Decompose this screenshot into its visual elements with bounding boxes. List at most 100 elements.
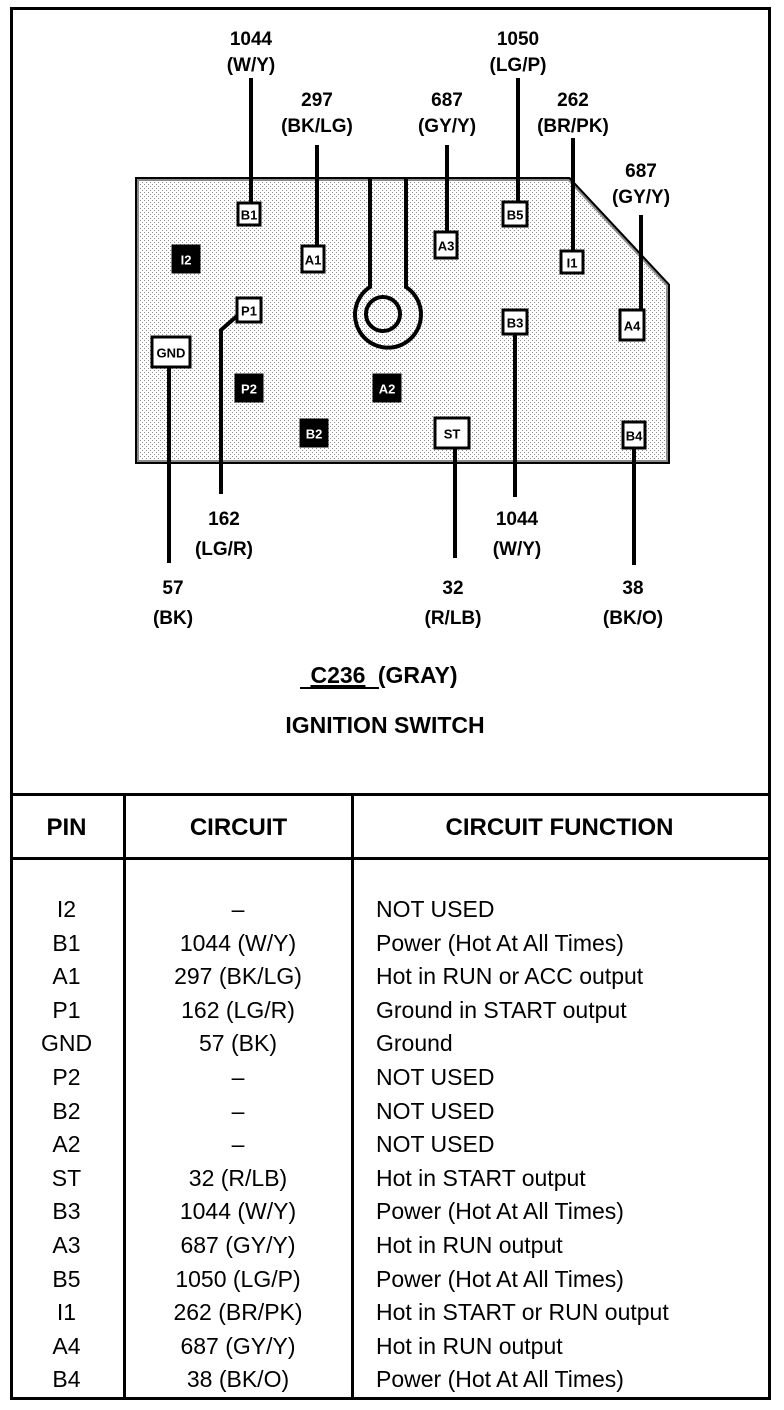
pin-cell: A2: [52, 1131, 81, 1158]
wire-top-a4: 687(GY/Y): [612, 161, 670, 310]
used-cavity-marker: [150, 335, 192, 369]
cavity-label: B2: [306, 427, 323, 442]
wire-circuit-label: 162: [208, 509, 240, 530]
cavity-p1: P1: [235, 296, 263, 324]
wire-circuit-label: 687: [431, 90, 463, 111]
cavity-label: B3: [507, 316, 524, 331]
cavity-a3: A3: [433, 230, 459, 260]
function-cell: Hot in START output: [376, 1164, 586, 1191]
wire-circuit-label: 687: [625, 161, 657, 182]
pin-cell: I2: [56, 896, 77, 922]
cavity-label: GND: [157, 346, 186, 361]
cavity-b1: B1: [236, 201, 262, 227]
table-row: I2–NOT USED: [10, 893, 771, 927]
cavity-label: B1: [241, 208, 258, 223]
circuit-cell: 1050 (LG/P): [175, 1265, 301, 1292]
pin-cell: B2: [52, 1097, 81, 1124]
cavity-a1: A1: [300, 244, 326, 274]
function-cell: Power (Hot At All Times): [376, 1265, 624, 1292]
wire-circuit-label: 1044: [230, 29, 273, 50]
wire-bottom-p1: 162 (LG/R): [195, 314, 253, 560]
circuit-cell: –: [231, 1097, 245, 1124]
cavity-b3: B3: [501, 308, 529, 336]
function-cell: Hot in RUN or ACC output: [376, 963, 644, 990]
pin-cell: A3: [52, 1232, 81, 1258]
connector-body: [135, 177, 670, 464]
wire-circuit-label: 1044: [496, 509, 539, 530]
wire-circuit-label: 262: [557, 90, 589, 111]
cavity-label: I1: [567, 256, 578, 271]
cavity-label: ST: [444, 427, 461, 442]
cavity-b4: B4: [621, 420, 647, 450]
header-circuit: CIRCUIT: [189, 814, 288, 841]
wire-color-label: (GY/Y): [418, 116, 476, 137]
function-cell: Hot in START or RUN output: [376, 1299, 669, 1326]
used-cavity-marker: [621, 420, 647, 450]
pin-cell: B3: [52, 1198, 81, 1225]
used-cavity-marker: [300, 244, 326, 274]
wire-top-a3: 687 (GY/Y): [418, 90, 476, 232]
key-slot-icon: [353, 179, 423, 350]
wire-color-label: (R/LB): [425, 608, 482, 629]
wire-bottom-gnd: 57(BK): [153, 367, 193, 629]
table-row: P2–NOT USED: [10, 1061, 771, 1095]
pin-cell: I1: [56, 1299, 77, 1326]
function-cell: Power (Hot At All Times): [376, 1366, 624, 1393]
pin-cell: GND: [40, 1030, 93, 1057]
header-circuit-function: CIRCUIT FUNCTION: [445, 814, 674, 841]
pin-table: PIN CIRCUIT CIRCUIT FUNCTION I2 – NOT USED…: [10, 793, 771, 1400]
wire-color-label: (BK/O): [603, 608, 663, 629]
cavity-label: A2: [379, 382, 396, 397]
circuit-cell: 687 (GY/Y): [180, 1332, 296, 1359]
function-cell: Power (Hot At All Times): [376, 929, 624, 956]
table-row: I1 262 (BR/PK) Hot in START or RUN output: [10, 1296, 771, 1330]
connector-color: (GRAY): [378, 662, 458, 688]
pin-cell: ST: [51, 1164, 82, 1191]
wire-circuit-label: 297: [301, 90, 333, 111]
cavity-b5: B5: [501, 200, 529, 228]
cavity-i2: I2: [171, 244, 201, 274]
table-header: PIN CIRCUIT CIRCUIT FUNCTION: [10, 796, 771, 860]
pin-cell: P1: [52, 996, 81, 1023]
circuit-cell: –: [231, 1131, 245, 1158]
wire-color-label: (LG/P): [490, 55, 547, 76]
function-cell: NOT USED: [376, 1097, 495, 1124]
wire-color-label: (BR/PK): [537, 116, 609, 137]
wire-color-label: (BK/LG): [281, 116, 353, 137]
cavity-label: P2: [241, 382, 257, 397]
wire-bottom-st: 32(R/LB): [425, 448, 482, 629]
cavity-label: A3: [438, 239, 455, 254]
pin-cell: A4: [52, 1332, 81, 1359]
component-title: IGNITION SWITCH: [285, 712, 484, 738]
used-cavity-marker: [501, 200, 529, 228]
function-cell: Ground in START output: [376, 996, 627, 1023]
pin-cell: B5: [52, 1265, 81, 1292]
used-cavity-marker: [501, 308, 529, 336]
unused-cavity-marker: [372, 373, 402, 403]
unused-cavity-marker: [299, 418, 329, 448]
wire-top-i1: 262 (BR/PK): [537, 90, 609, 251]
used-cavity-marker: [618, 308, 646, 342]
circuit-cell: –: [231, 1064, 245, 1090]
wire-color-label: (LG/R): [195, 539, 253, 560]
pin-cell: B1: [52, 929, 81, 956]
cavity-a4: A4: [618, 308, 646, 342]
function-cell: Hot in RUN output: [376, 1232, 563, 1258]
function-cell: Power (Hot At All Times): [376, 1198, 624, 1225]
cavity-p2: P2: [234, 373, 264, 403]
used-cavity-marker: [559, 249, 585, 275]
circuit-cell: –: [231, 896, 245, 922]
used-cavity-marker: [433, 416, 471, 450]
connector-diagram: 1044(W/Y)297(BK/LG)687(GY/Y)1050(LG/P)26…: [135, 29, 670, 738]
wire-circuit-label: 38: [622, 578, 643, 599]
cavity-i1: I1: [559, 249, 585, 275]
function-cell: Ground: [376, 1030, 453, 1057]
circuit-cell: 38 (BK/O): [186, 1366, 290, 1393]
circuit-cell: 297 (BK/LG): [174, 963, 302, 990]
circuit-cell: 262 (BR/PK): [173, 1299, 303, 1326]
diagram-frame: [10, 7, 771, 1400]
